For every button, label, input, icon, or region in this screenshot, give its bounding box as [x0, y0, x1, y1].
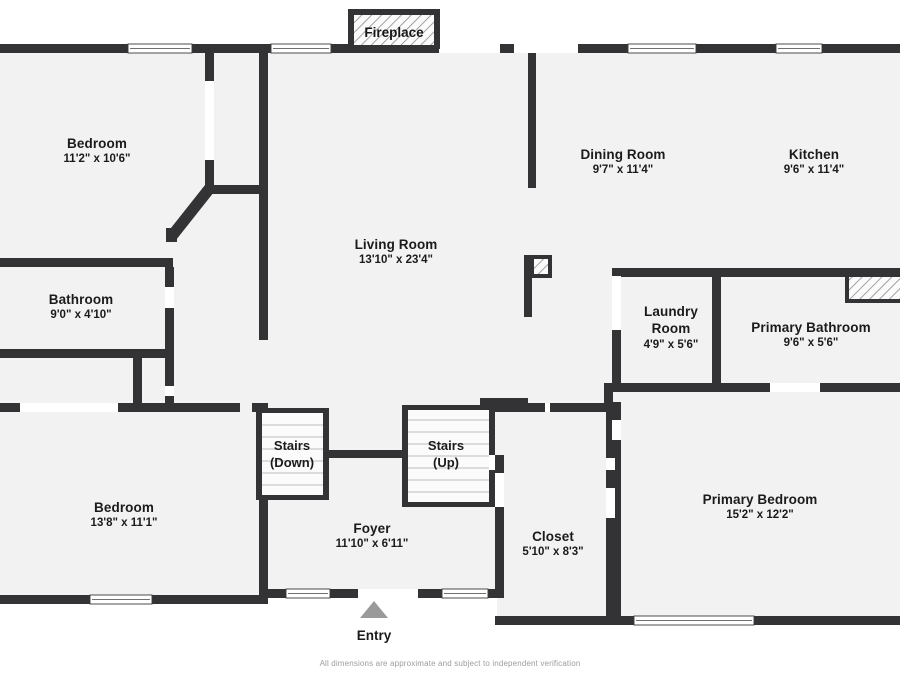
- entry-arrow-icon: [360, 601, 388, 618]
- stairs-down-label: Stairs (Down): [270, 437, 314, 471]
- stairs-down-treads: [261, 424, 327, 486]
- stairs-up-label: Stairs (Up): [428, 437, 464, 471]
- floor-fills: [0, 44, 900, 624]
- stairs-up-line-2: (Up): [432, 455, 459, 471]
- stairs-up-treads: [407, 419, 491, 493]
- stairs-up-line-1: Stairs: [427, 438, 465, 453]
- windows: [20, 43, 823, 626]
- disclaimer-text: All dimensions are approximate and subje…: [319, 659, 581, 668]
- water-heater-closet: [530, 255, 552, 278]
- entry-label: Entry: [356, 628, 392, 643]
- stairs-down-line-1: Stairs: [273, 438, 311, 453]
- primary-bath-fixture: [845, 273, 900, 303]
- stairs-down-line-2: (Down): [269, 455, 315, 471]
- fireplace-label: Fireplace: [364, 25, 424, 40]
- fireplace-feature: [348, 9, 440, 49]
